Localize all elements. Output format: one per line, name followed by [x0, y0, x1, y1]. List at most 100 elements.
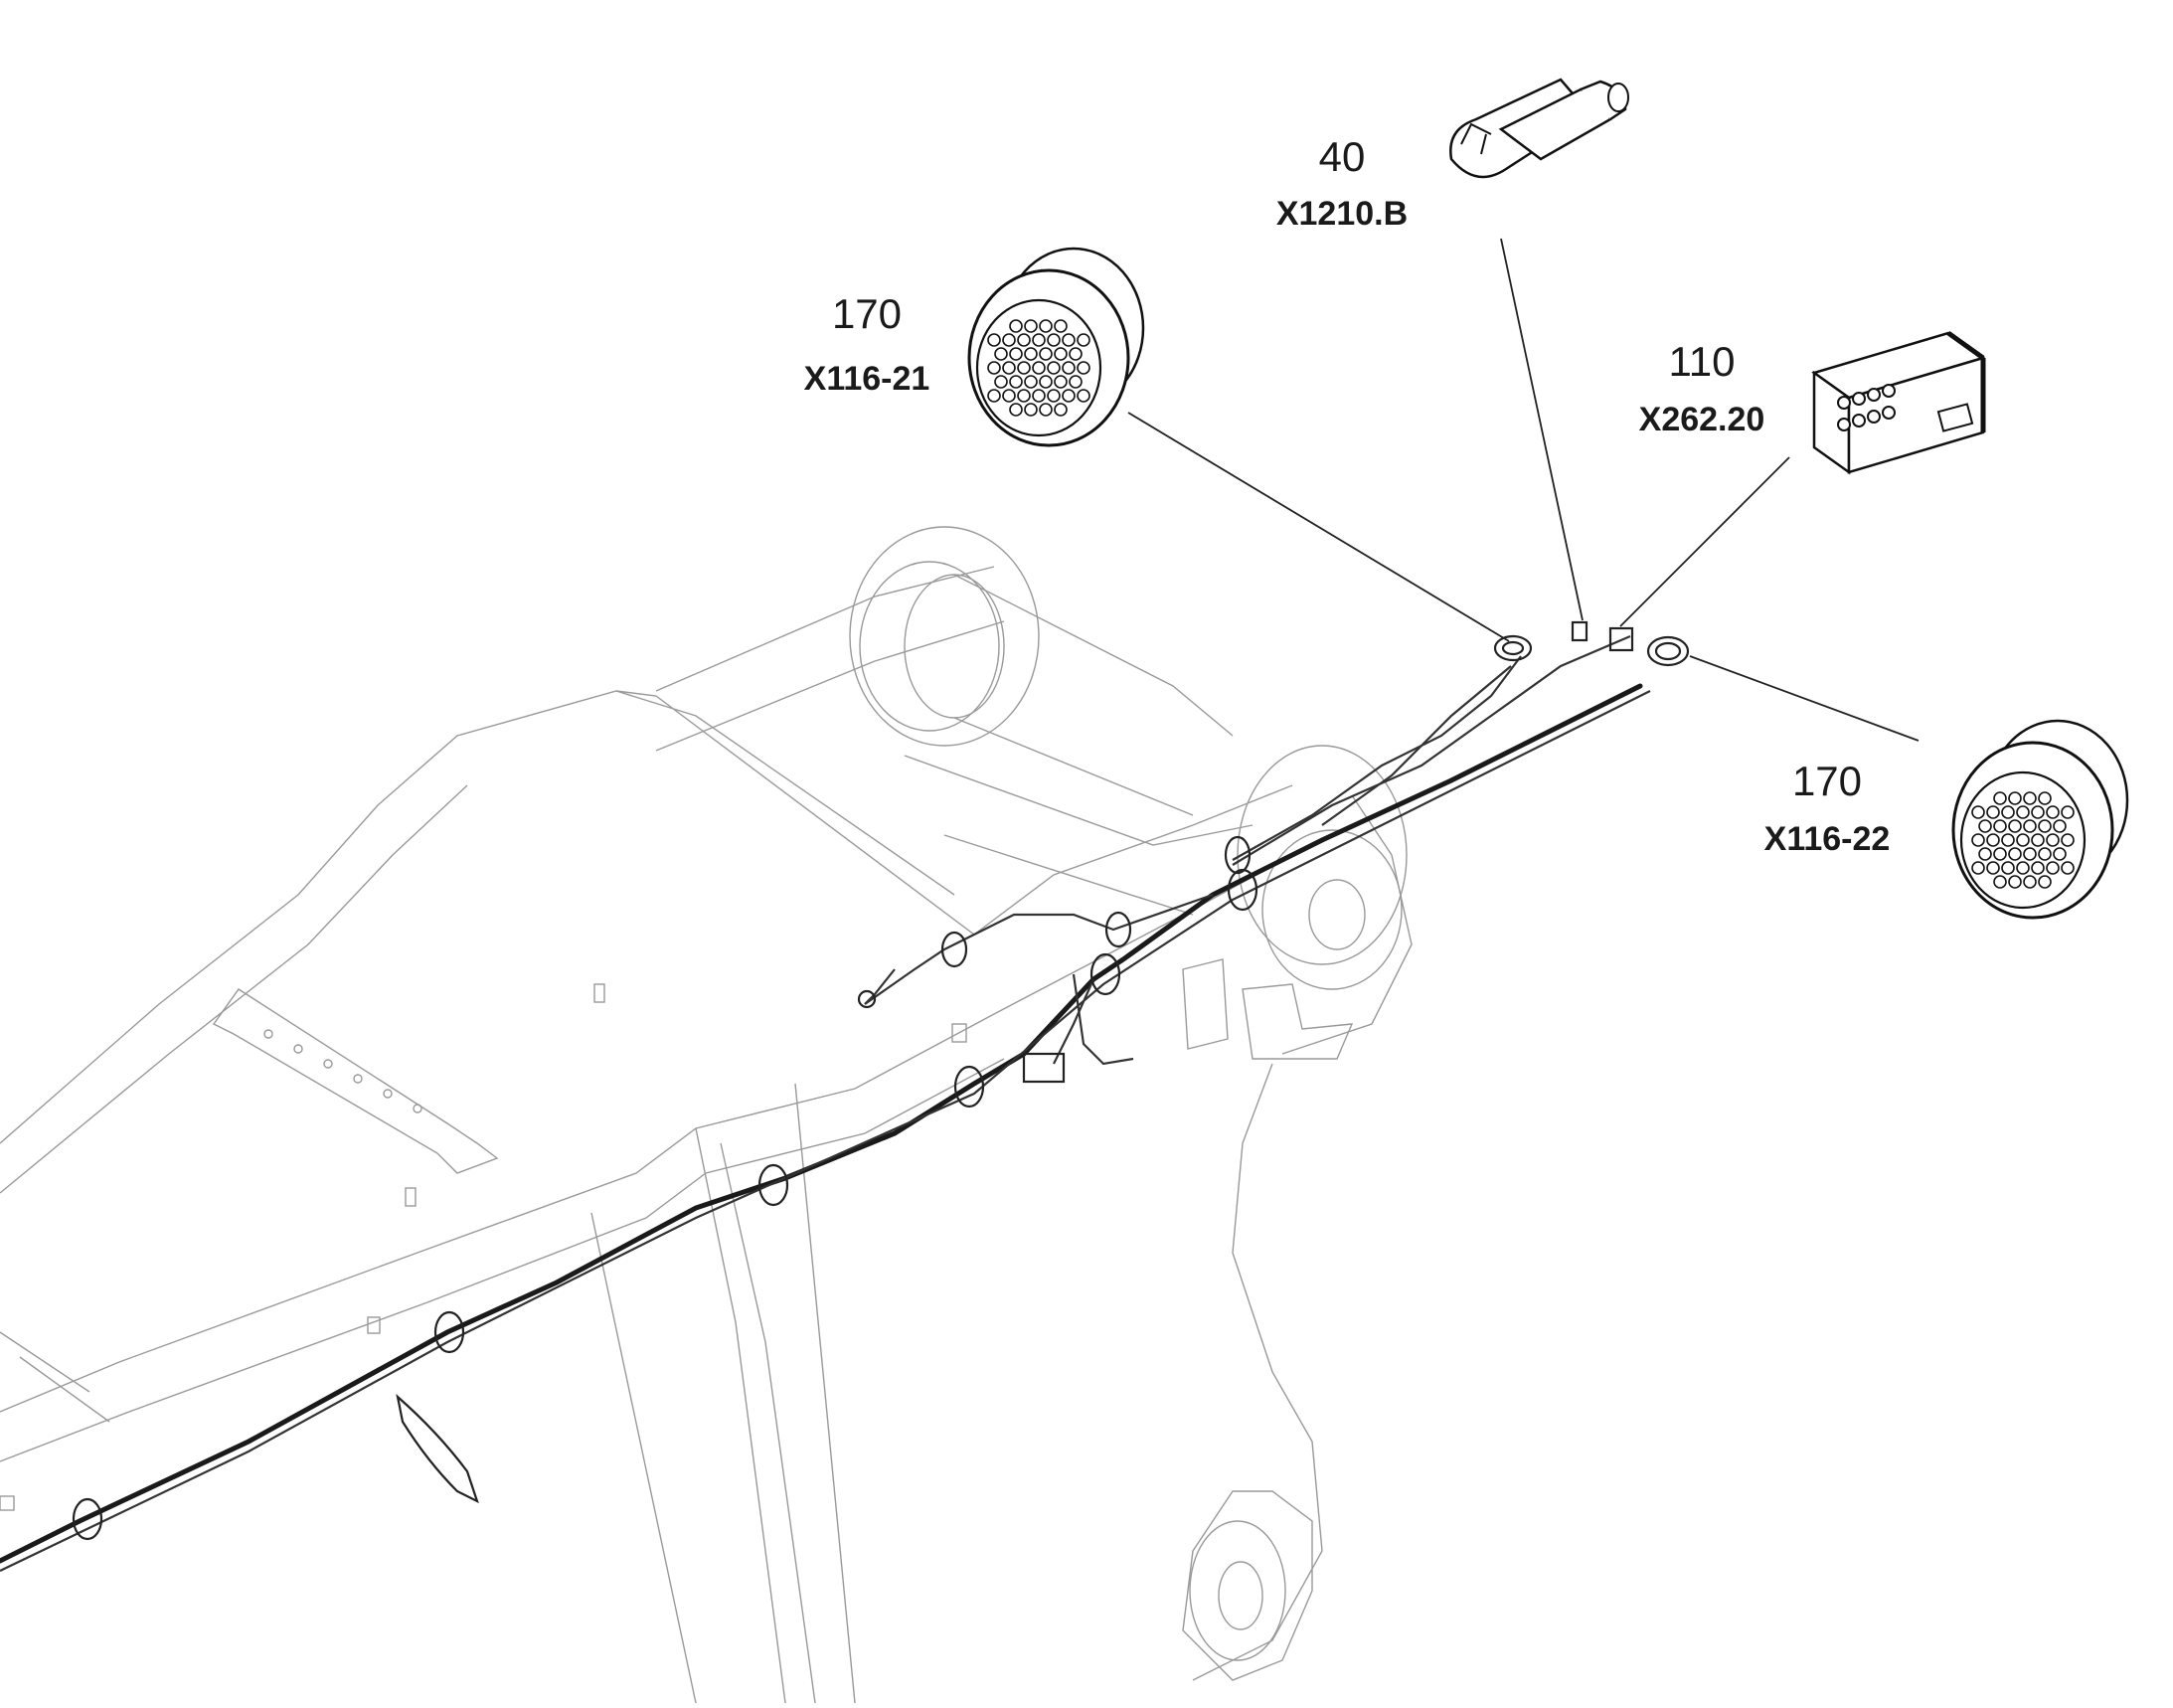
connector-pin	[1024, 347, 1038, 361]
connector-pin	[987, 389, 1001, 403]
connector-pin	[1009, 319, 1023, 333]
callout-code: X262.20	[1639, 401, 1765, 438]
connector-pin	[2023, 847, 2037, 861]
plug-connector-icon	[1449, 78, 1629, 179]
connector-pin	[1017, 361, 1031, 375]
connector-pin	[1039, 347, 1053, 361]
connector-pin	[2023, 791, 2037, 805]
connector-pin	[1009, 375, 1023, 389]
callout-110: 110 X262.20	[1639, 338, 1765, 438]
connector-pin	[2053, 819, 2067, 833]
connector-pin	[1009, 403, 1023, 417]
connector-pin	[1024, 319, 1038, 333]
connector-pin	[2061, 861, 2075, 875]
callout-170-b: 170 X116-22	[1764, 758, 1891, 858]
round-connector-icon	[1951, 719, 2129, 920]
callout-code: X116-21	[804, 360, 930, 398]
connector-pin	[2046, 833, 2060, 847]
connector-pin	[2061, 805, 2075, 819]
connector-pin	[2023, 819, 2037, 833]
connector-pin	[1032, 361, 1046, 375]
connector-pin	[1039, 319, 1053, 333]
connector-pin	[1024, 403, 1038, 417]
connector-pin	[1069, 375, 1083, 389]
leader-lines	[1127, 238, 1920, 742]
connector-pin	[1062, 361, 1076, 375]
connector-pin	[1054, 375, 1068, 389]
connector-pin	[2001, 861, 2015, 875]
callout-170-a: 170 X116-21	[804, 290, 930, 398]
connector-pin	[987, 333, 1001, 347]
connector-pin	[994, 375, 1008, 389]
connector-pin	[1971, 805, 1985, 819]
connector-pin	[1047, 333, 1061, 347]
connector-pin	[2046, 861, 2060, 875]
connector-pin	[1986, 805, 2000, 819]
callout-number: 40	[1319, 133, 1366, 180]
connector-pin	[1002, 333, 1016, 347]
connector-pin	[2016, 861, 2030, 875]
callout-number: 170	[1792, 758, 1862, 804]
connector-pin	[987, 361, 1001, 375]
connector-pin	[2038, 819, 2052, 833]
round-connector-icon	[967, 247, 1145, 447]
callout-number: 170	[832, 290, 902, 337]
callout-40: 40 X1210.B	[1276, 133, 1408, 233]
connector-pin	[2001, 833, 2015, 847]
connector-pin	[1993, 875, 2007, 889]
connector-pin	[2001, 805, 2015, 819]
connector-pin	[2038, 847, 2052, 861]
rect-connector-icon	[1811, 330, 1986, 475]
connector-pin	[1993, 791, 2007, 805]
callout-code: X1210.B	[1276, 195, 1408, 233]
connector-pin	[994, 347, 1008, 361]
connector-pin	[2031, 805, 2045, 819]
connector-pin	[2016, 833, 2030, 847]
connector-pin	[1054, 403, 1068, 417]
connector-pin	[1971, 861, 1985, 875]
connector-pin	[1039, 403, 1053, 417]
wire-harness	[0, 634, 1651, 1572]
connector-pin	[1062, 389, 1076, 403]
connector-pin	[1002, 361, 1016, 375]
connector-pin	[2023, 875, 2037, 889]
connector-pin	[1024, 375, 1038, 389]
connector-pin	[2008, 875, 2022, 889]
connector-pin	[1993, 847, 2007, 861]
connector-pin	[1993, 819, 2007, 833]
connector-pin	[2038, 791, 2052, 805]
connector-pin	[1077, 361, 1090, 375]
connector-pin	[1978, 819, 1992, 833]
connector-pin	[1986, 861, 2000, 875]
connector-pin	[2008, 819, 2022, 833]
connector-pin	[1047, 389, 1061, 403]
connector-pin	[1978, 847, 1992, 861]
connector-pin	[1017, 389, 1031, 403]
connector-pin	[1047, 361, 1061, 375]
connector-pin	[2008, 847, 2022, 861]
connector-pin	[1032, 333, 1046, 347]
connector-pin	[1002, 389, 1016, 403]
connector-pin	[1017, 333, 1031, 347]
connector-pin	[2008, 791, 2022, 805]
connector-pin	[1077, 333, 1090, 347]
connector-pin	[2038, 875, 2052, 889]
connector-pin	[1069, 347, 1083, 361]
connector-pin	[2061, 833, 2075, 847]
connector-pin	[1986, 833, 2000, 847]
harness-end-connectors	[1493, 620, 1690, 667]
connector-pin	[2053, 847, 2067, 861]
connector-pin	[1039, 375, 1053, 389]
connector-pin	[2031, 861, 2045, 875]
connector-pin	[1971, 833, 1985, 847]
callout-code: X116-22	[1764, 820, 1891, 858]
connector-pin	[2031, 833, 2045, 847]
connector-pin	[1077, 389, 1090, 403]
connector-pin	[2046, 805, 2060, 819]
boom-structure	[0, 526, 1413, 1704]
callout-number: 110	[1669, 338, 1736, 385]
connector-pin	[1054, 347, 1068, 361]
connector-pin	[2016, 805, 2030, 819]
